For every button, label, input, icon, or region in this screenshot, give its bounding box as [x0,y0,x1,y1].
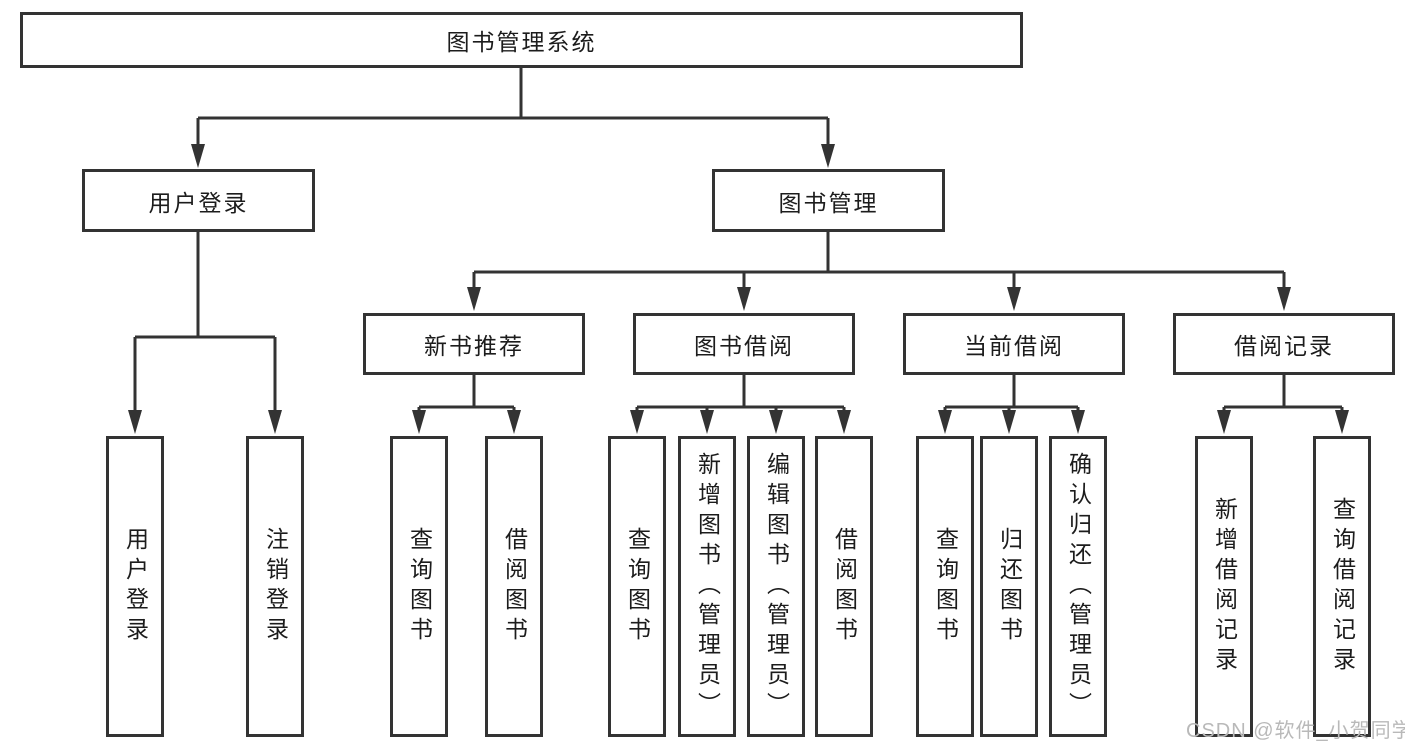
node-borrow-records-label: 借阅记录 [1234,333,1334,359]
leaf-borrow-query-book: 查询图书 [608,436,666,737]
arrowhead-icon [507,410,521,434]
leaf-return-book: 归还图书 [980,436,1038,737]
node-book-management-label: 图书管理 [778,189,879,216]
leaf-recommend-query-book: 查询图书 [390,436,448,737]
arrowhead-icon [191,144,205,168]
node-new-book-recommend-label: 新书推荐 [424,333,524,359]
node-current-borrow: 当前借阅 [903,313,1125,375]
leaf-add-borrow-record: 新增借阅记录 [1195,436,1253,737]
arrowhead-icon [1007,287,1021,311]
leaf-query-borrow-record: 查询借阅记录 [1313,436,1371,737]
arrowhead-icon [737,287,751,311]
arrowhead-icon [769,410,783,434]
leaf-user-login: 用户登录 [106,436,164,737]
arrowhead-icon [412,410,426,434]
arrowhead-icon [1335,410,1349,434]
leaf-add-book-admin: 新增图书（管理员） [678,436,736,737]
node-root: 图书管理系统 [20,12,1023,68]
arrowhead-icon [268,410,282,434]
arrowhead-icon [700,410,714,434]
node-book-borrow: 图书借阅 [633,313,855,375]
leaf-logout: 注销登录 [246,436,304,737]
leaf-edit-book-admin: 编辑图书（管理员） [747,436,805,737]
leaf-borrow-book: 借阅图书 [815,436,873,737]
arrowhead-icon [467,287,481,311]
node-user-login-label: 用户登录 [148,189,249,216]
watermark: CSDN @软件_小贺同学 [1186,720,1405,742]
leaf-confirm-return-admin: 确认归还（管理员） [1049,436,1107,737]
node-borrow-records: 借阅记录 [1173,313,1395,375]
node-book-management: 图书管理 [712,169,945,232]
arrowhead-icon [821,144,835,168]
node-user-login: 用户登录 [82,169,315,232]
arrowhead-icon [1002,410,1016,434]
arrowhead-icon [1071,410,1085,434]
arrowhead-icon [1217,410,1231,434]
node-current-borrow-label: 当前借阅 [964,333,1064,359]
arrowhead-icon [128,410,142,434]
arrowhead-icon [938,410,952,434]
leaf-current-query-book: 查询图书 [916,436,974,737]
node-root-label: 图书管理系统 [446,29,597,55]
arrowhead-icon [630,410,644,434]
leaf-recommend-borrow-book: 借阅图书 [485,436,543,737]
arrowhead-icon [837,410,851,434]
node-book-borrow-label: 图书借阅 [694,333,794,359]
node-new-book-recommend: 新书推荐 [363,313,585,375]
arrowhead-icon [1277,287,1291,311]
